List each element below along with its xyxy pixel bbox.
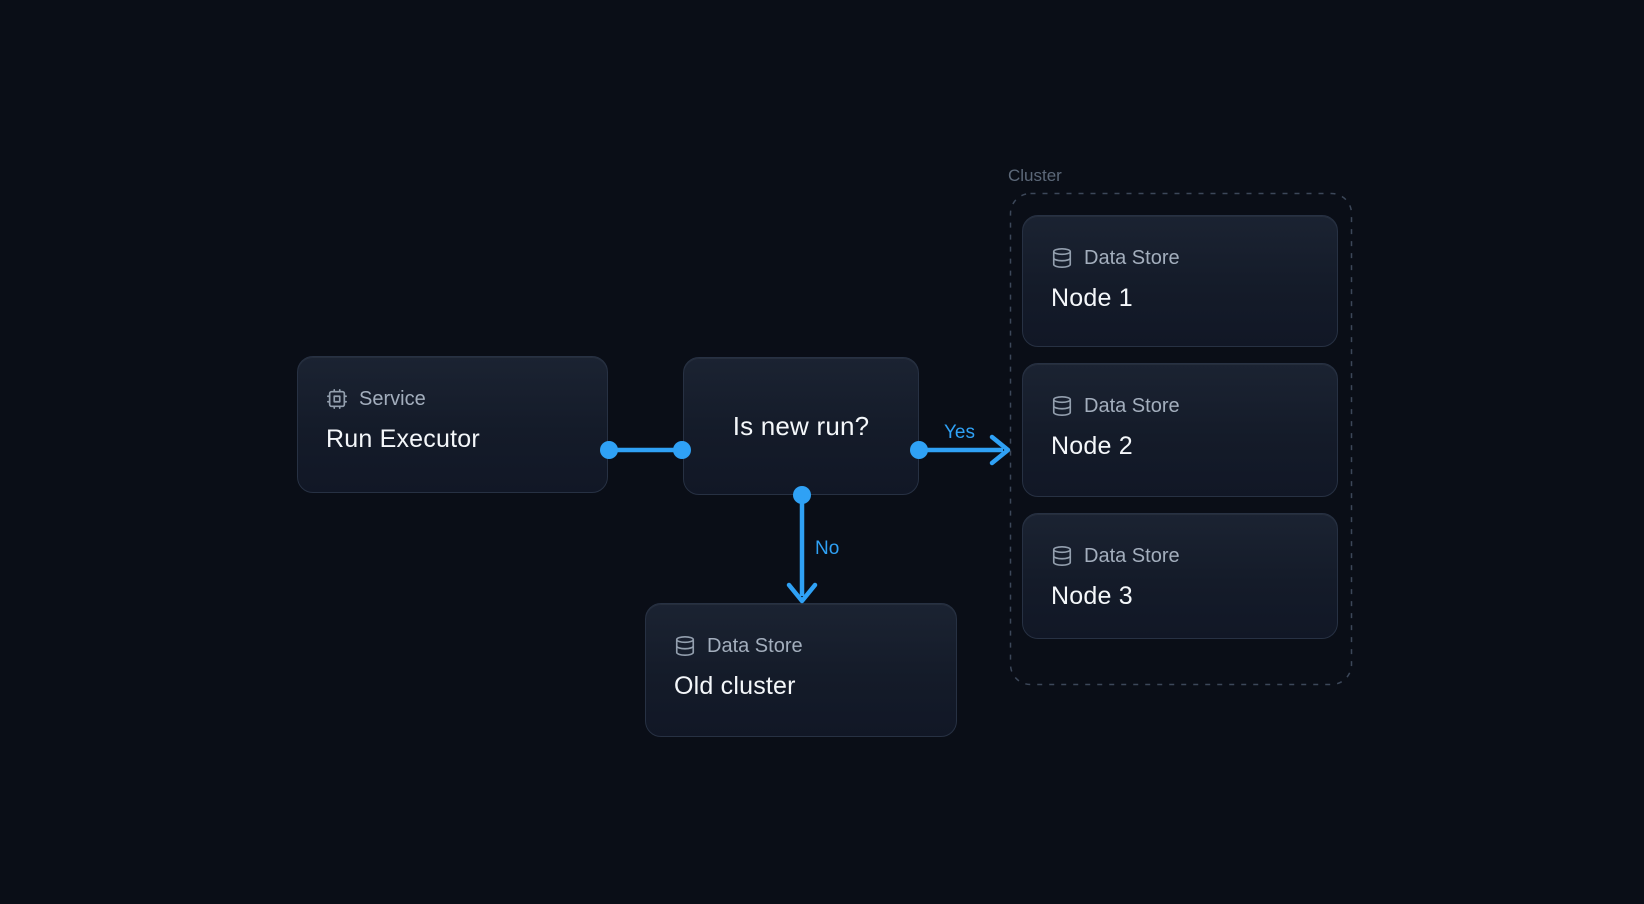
edge-label-yes: Yes: [944, 422, 975, 443]
node-decision-title: Is new run?: [732, 411, 870, 441]
node-service-title: Run Executor: [326, 425, 480, 453]
node-cluster-node-1[interactable]: Data Store Node 1: [1022, 215, 1338, 347]
node-service-type: Service: [359, 388, 426, 410]
node-cluster-node-2[interactable]: Data Store Node 2: [1022, 363, 1338, 497]
database-icon: [1051, 545, 1073, 567]
node-2-title: Node 2: [1051, 432, 1133, 460]
node-3-type: Data Store: [1084, 545, 1180, 567]
cpu-icon: [326, 388, 348, 410]
node-cluster-node-3[interactable]: Data Store Node 3: [1022, 513, 1338, 639]
node-service-head: Service: [326, 387, 579, 411]
edge-service-to-decision: [600, 441, 691, 459]
database-icon: [1051, 247, 1073, 269]
node-decision[interactable]: Is new run?: [683, 357, 919, 495]
database-icon: [674, 635, 696, 657]
cluster-group-label: Cluster: [1008, 166, 1062, 185]
node-service[interactable]: Service Run Executor: [297, 356, 608, 493]
edge-label-no: No: [815, 538, 840, 559]
node-1-type: Data Store: [1084, 247, 1180, 269]
node-old-cluster-title: Old cluster: [674, 672, 796, 700]
node-old-cluster-type: Data Store: [707, 635, 803, 657]
node-old-cluster[interactable]: Data Store Old cluster: [645, 603, 957, 737]
node-3-title: Node 3: [1051, 582, 1133, 610]
node-2-type: Data Store: [1084, 395, 1180, 417]
edge-decision-no: [786, 486, 818, 604]
node-1-title: Node 1: [1051, 284, 1133, 312]
database-icon: [1051, 395, 1073, 417]
